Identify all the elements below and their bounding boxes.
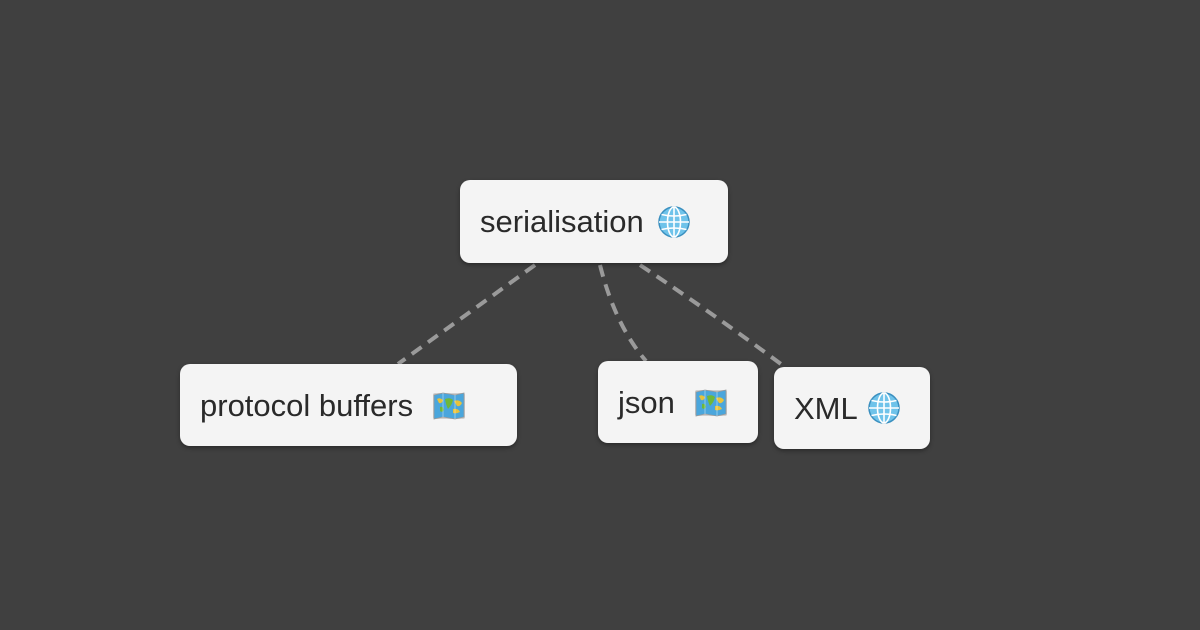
edge-root-to-protocol-buffers — [396, 263, 537, 366]
world-map-icon — [693, 384, 729, 420]
node-protocol-buffers[interactable]: protocol buffers — [180, 364, 517, 446]
node-label: XML — [794, 390, 858, 426]
node-label: protocol buffers — [200, 387, 414, 423]
node-label: json — [618, 384, 675, 420]
node-json[interactable]: json — [598, 361, 758, 443]
node-xml[interactable]: XML — [774, 367, 930, 449]
node-serialisation[interactable]: serialisation — [460, 180, 728, 263]
globe-icon — [866, 390, 902, 426]
node-label: serialisation — [480, 204, 644, 239]
globe-icon — [656, 204, 692, 240]
world-map-icon — [431, 387, 467, 423]
edge-root-to-xml — [638, 263, 787, 369]
edge-root-to-json — [598, 264, 648, 363]
